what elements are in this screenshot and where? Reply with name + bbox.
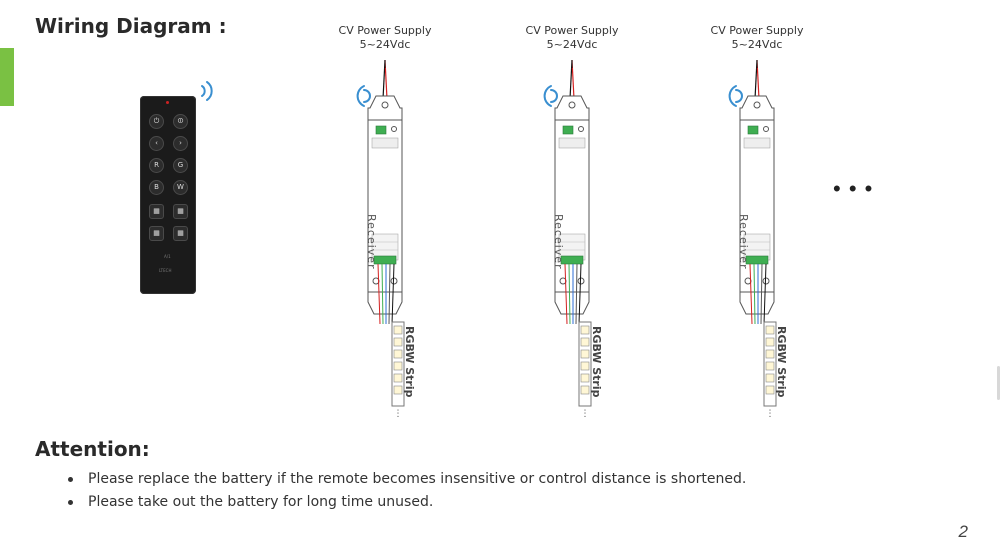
led-strip: ⋮ — [391, 321, 405, 419]
more-receivers-indicator: • • • — [833, 176, 874, 201]
attention-list: Please replace the battery if the remote… — [68, 468, 746, 514]
receiver-label: Receiver — [365, 214, 378, 270]
remote-control: ⏻ ⏼ ‹ › R G B W ▦ ▦ ▦ ▦ A/1 LTECH — [140, 96, 196, 294]
remote-model-label: A/1 — [164, 254, 171, 259]
page-number: 2 — [958, 522, 968, 541]
remote-left-button: ‹ — [149, 136, 164, 151]
psu-label: CV Power Supply 5~24Vdc — [692, 24, 822, 52]
remote-scene-button-1: ▦ — [149, 204, 164, 219]
receiver-drawing: ⋮ — [728, 59, 777, 419]
svg-text:⋮: ⋮ — [766, 409, 775, 419]
receiver-unit-3: CV Power Supply 5~24Vdc — [692, 24, 822, 424]
output-wires — [749, 263, 767, 325]
remote-power-off-button: ⏻ — [149, 114, 164, 129]
remote-brand-label: LTECH — [159, 268, 172, 273]
receiver-label: Receiver — [552, 214, 565, 270]
psu-voltage: 5~24Vdc — [359, 38, 411, 51]
strip-label: RGBW Strip — [403, 326, 416, 398]
output-wires — [377, 263, 395, 325]
antenna-wave-icon — [356, 85, 371, 107]
receiver-unit-1: CV Power Supply 5~24Vdc — [320, 24, 450, 424]
receiver-unit-2: CV Power Supply 5~24Vdc — [507, 24, 637, 424]
led-strip: ⋮ — [763, 321, 777, 419]
remote-led — [166, 101, 169, 104]
bottom-mount-tab — [554, 291, 590, 315]
remote-power-on-button: ⏼ — [173, 114, 188, 129]
power-terminal — [562, 125, 574, 135]
receiver-drawing: ⋮ — [543, 59, 592, 419]
receiver-drawing: ⋮ — [356, 59, 405, 419]
remote-b-button: B — [149, 180, 164, 195]
power-terminal — [375, 125, 387, 135]
svg-text:⋮: ⋮ — [581, 409, 590, 419]
bottom-mount-tab — [367, 291, 403, 315]
output-wires — [564, 263, 582, 325]
remote-right-button: › — [173, 136, 188, 151]
psu-label: CV Power Supply 5~24Vdc — [320, 24, 450, 52]
strip-label: RGBW Strip — [775, 326, 788, 398]
remote-r-button: R — [149, 158, 164, 173]
remote-g-button: G — [173, 158, 188, 173]
psu-voltage: 5~24Vdc — [546, 38, 598, 51]
psu-title: CV Power Supply — [525, 24, 619, 37]
remote-scene-button-2: ▦ — [173, 204, 188, 219]
accent-tab — [0, 48, 14, 106]
remote-scene-button-3: ▦ — [149, 226, 164, 241]
edge-marker — [997, 366, 1000, 400]
psu-title: CV Power Supply — [710, 24, 804, 37]
wiring-diagram-title: Wiring Diagram : — [35, 14, 227, 38]
output-terminal — [373, 255, 397, 265]
wireless-signal-icon — [201, 81, 213, 101]
antenna-wave-icon — [728, 85, 743, 107]
strip-label: RGBW Strip — [590, 326, 603, 398]
psu-voltage: 5~24Vdc — [731, 38, 783, 51]
output-terminal — [745, 255, 769, 265]
bottom-mount-tab — [739, 291, 775, 315]
psu-label: CV Power Supply 5~24Vdc — [507, 24, 637, 52]
led-strip: ⋮ — [578, 321, 592, 419]
attention-item: Please take out the battery for long tim… — [68, 491, 746, 514]
output-terminal — [560, 255, 584, 265]
power-terminal — [747, 125, 759, 135]
receiver-label: Receiver — [737, 214, 750, 270]
svg-text:⋮: ⋮ — [394, 409, 403, 419]
attention-item: Please replace the battery if the remote… — [68, 468, 746, 491]
attention-title: Attention: — [35, 437, 150, 461]
remote-scene-button-4: ▦ — [173, 226, 188, 241]
remote-w-button: W — [173, 180, 188, 195]
antenna-wave-icon — [543, 85, 558, 107]
psu-title: CV Power Supply — [338, 24, 432, 37]
